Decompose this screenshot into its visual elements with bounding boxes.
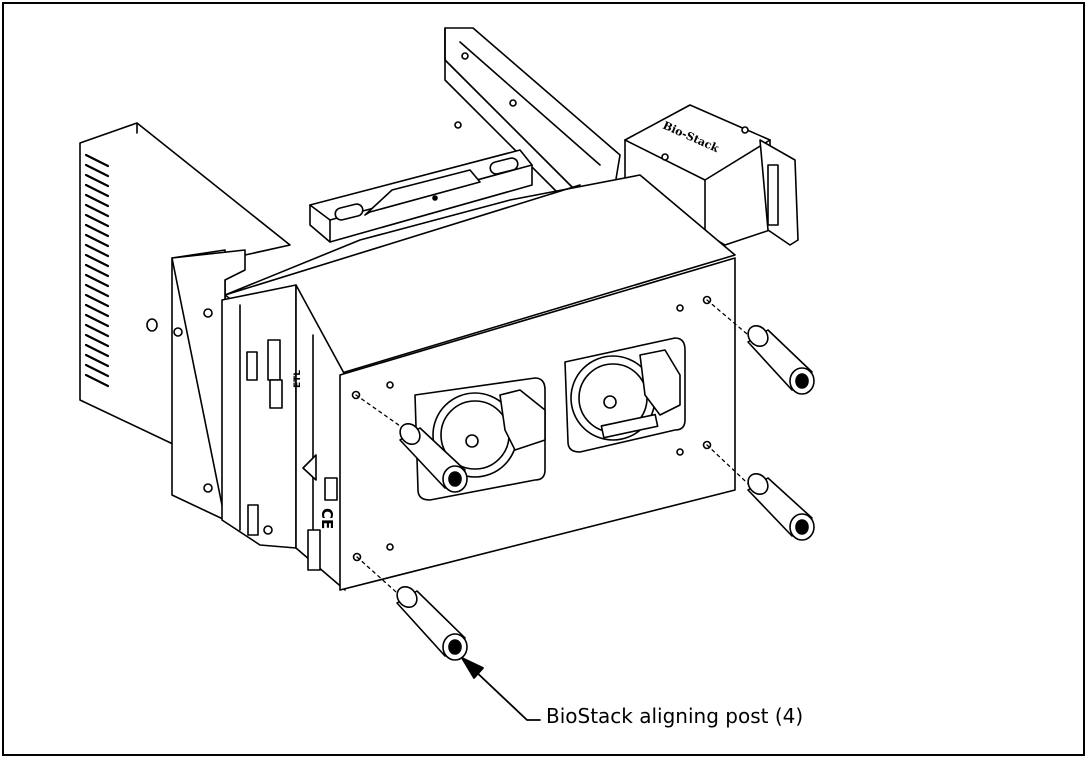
biostack-module: Bio-Stack bbox=[624, 104, 799, 246]
front-pump-panel bbox=[339, 257, 736, 591]
aligning-post-4 bbox=[396, 585, 468, 661]
main-unit-housing: ETL CE bbox=[171, 249, 346, 591]
aligning-post-1 bbox=[399, 422, 468, 493]
top-plate bbox=[224, 149, 736, 376]
aligning-post-3 bbox=[747, 472, 815, 541]
vent-grille bbox=[84, 153, 110, 388]
panel-mark-ce: CE bbox=[318, 508, 336, 529]
callout-label: BioStack aligning post (4) bbox=[546, 704, 804, 728]
callout-leader bbox=[461, 657, 541, 721]
aligning-post-2 bbox=[747, 324, 815, 395]
panel-mark-etl: ETL bbox=[293, 370, 303, 388]
